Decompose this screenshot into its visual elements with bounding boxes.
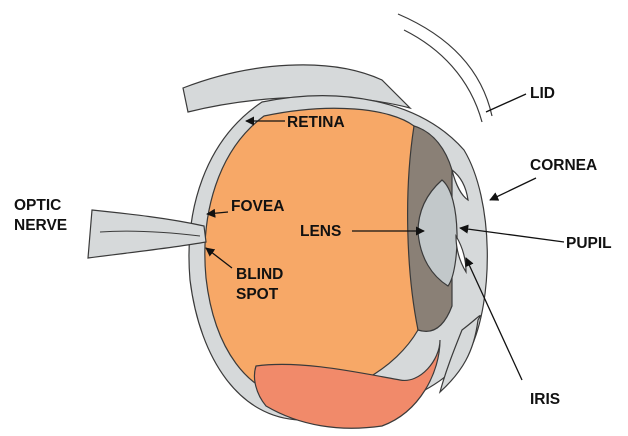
label-optic-nerve-line2: NERVE xyxy=(14,217,67,234)
vitreous-body xyxy=(205,108,418,398)
label-blind-spot-line1: BLIND xyxy=(236,266,283,283)
label-fovea: FOVEA xyxy=(231,198,284,215)
optic-nerve xyxy=(88,210,206,258)
lid-leader xyxy=(486,94,526,112)
cornea-leader xyxy=(490,178,536,200)
eyelid-inner-arc xyxy=(404,30,482,122)
eyelid-outer-arc xyxy=(398,14,492,116)
label-retina: RETINA xyxy=(287,114,345,131)
label-blind-spot-line2: SPOT xyxy=(236,286,279,303)
label-lens: LENS xyxy=(300,223,341,240)
label-pupil: PUPIL xyxy=(566,235,612,252)
label-optic-nerve-line1: OPTIC xyxy=(14,197,61,214)
label-lid: LID xyxy=(530,85,555,102)
label-iris: IRIS xyxy=(530,391,560,408)
label-cornea: CORNEA xyxy=(530,157,597,174)
